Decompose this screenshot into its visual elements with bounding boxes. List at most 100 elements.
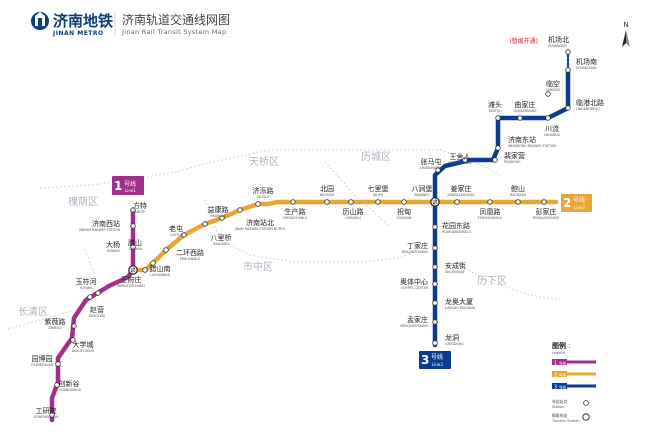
station-name-en: LONGAO BUILDING <box>445 306 476 310</box>
station-icon <box>150 260 156 266</box>
legend-station-label: 车站站点 <box>552 399 567 404</box>
station-name-en: OLYMPIC CENTER <box>401 286 429 290</box>
deferred-notice: (暂缓开通) <box>509 37 538 45</box>
station-name-en: BALIQIAO <box>213 242 229 246</box>
station-name-zh: 机场南 <box>576 57 597 66</box>
station-name-zh: 大学城 <box>73 340 94 349</box>
station-name-en: CHUANGXINGU <box>57 388 82 392</box>
station-name-en: LAOTUN <box>170 233 184 237</box>
station-name-en: MENGJIAZHUANG <box>400 324 428 328</box>
svg-text:Line1: Line1 <box>125 188 136 193</box>
station-icon <box>545 91 551 97</box>
district-labels: 槐荫区 天桥区 历城区 市中区 长清区 历下区 <box>18 151 507 318</box>
station-name-en: QILIPU <box>373 193 384 197</box>
svg-text:Line2: Line2 <box>574 205 585 210</box>
station-name-zh: 腊山 <box>128 238 142 247</box>
svg-text:号线: 号线 <box>573 196 585 204</box>
station-icon <box>95 290 101 296</box>
station-name-zh: 创新谷 <box>59 379 80 388</box>
station-name-zh: 工研院 <box>36 406 57 415</box>
svg-text:Station: Station <box>552 405 564 409</box>
station-name-zh: 龙奥大厦 <box>445 297 473 306</box>
legend-title-en: Legend <box>552 351 565 355</box>
station-name-zh: 花园东路 <box>442 221 470 230</box>
station-name-zh: 滩头 <box>488 100 502 109</box>
station-name-en: TANTOU <box>487 109 502 113</box>
station-name-en: FENGHUANGLU <box>478 216 503 220</box>
station-name-zh: 济南东站 <box>508 135 536 144</box>
station-icon <box>255 201 261 207</box>
station-icon <box>55 361 61 367</box>
svg-text:3: 3 <box>421 353 429 367</box>
station-name-en: CHUANLIU <box>544 133 561 137</box>
station-icon <box>432 264 438 270</box>
station-icon <box>495 115 501 121</box>
svg-text:号线: 号线 <box>559 373 567 378</box>
station-name-en: ZHAOYING <box>89 314 106 318</box>
svg-text::: : <box>568 342 570 350</box>
station-icon <box>181 232 187 238</box>
svg-text:2: 2 <box>554 373 557 379</box>
station-name-en: JILUOLU <box>256 195 270 199</box>
transfer-station-wangfuzhuang[interactable] <box>128 265 138 275</box>
logo-text: 济南地铁 <box>53 12 113 30</box>
district-boundaries <box>4 149 561 331</box>
station-name-zh: 王舍人 <box>450 152 471 161</box>
station-icon <box>130 207 136 213</box>
transfer-station-bajianpu[interactable] <box>430 197 440 207</box>
station-icon <box>202 221 208 227</box>
station-name-en: HUAYUANDONGLU <box>442 230 472 234</box>
station-name-en: BAOSHAN <box>510 193 526 197</box>
station-name-zh: 腊山南 <box>150 264 171 273</box>
